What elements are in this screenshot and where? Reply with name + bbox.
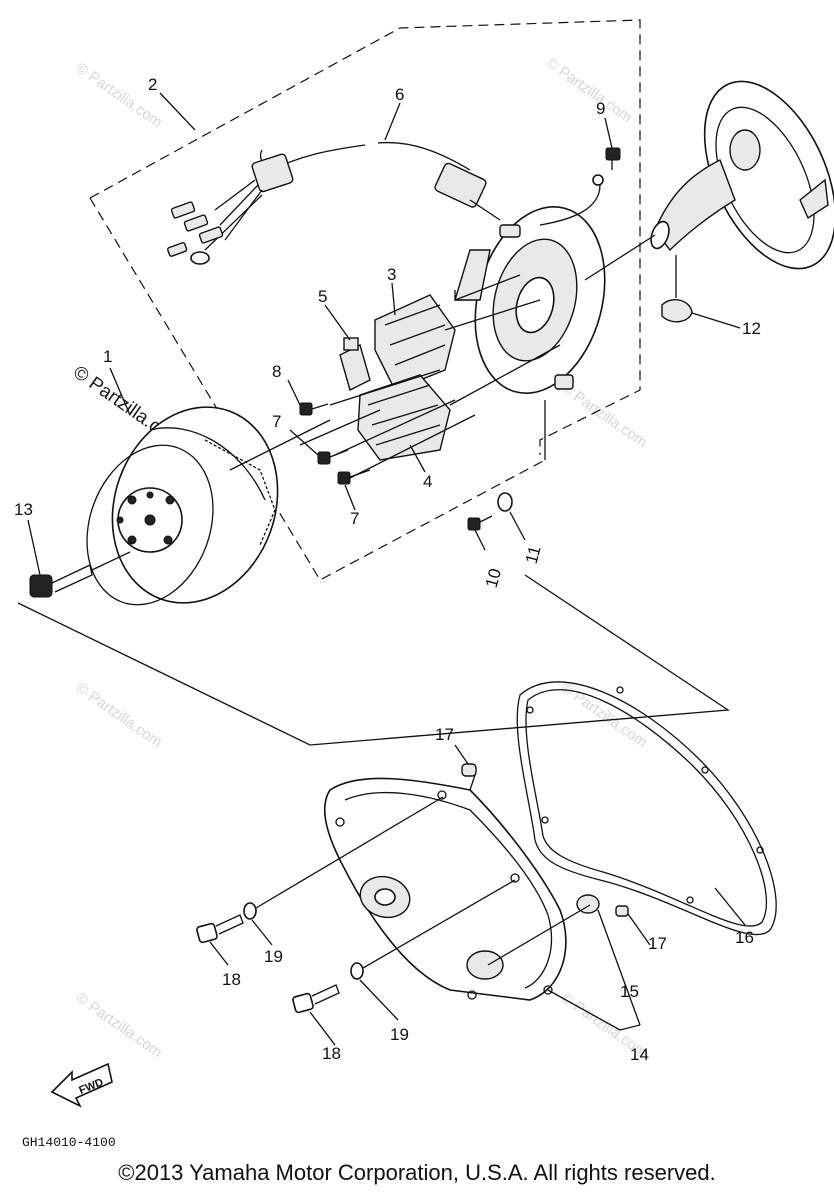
screw-8 — [299, 402, 329, 416]
crankcase-cover-14 — [324, 777, 567, 1001]
callout-15: 15 — [620, 982, 639, 1001]
screw-10 — [467, 515, 493, 531]
ground-wire — [539, 174, 604, 226]
bolt-18a — [196, 914, 244, 944]
callout-2: 2 — [148, 75, 157, 94]
callout-7a: 7 — [272, 412, 281, 431]
dowel-17b — [615, 905, 629, 917]
callout-10: 10 — [482, 567, 505, 590]
watermark-text: © Partzilla.com — [558, 379, 651, 451]
wire-harness — [167, 141, 501, 265]
callout-18a: 18 — [222, 970, 241, 989]
stator-assembly-outline — [89, 19, 641, 581]
callout-1: 1 — [103, 347, 112, 366]
callout-11: 11 — [522, 544, 545, 566]
drawing-code: GH14010-4100 — [22, 1135, 116, 1150]
callout-3: 3 — [387, 265, 396, 284]
charge-coil-3 — [374, 294, 456, 391]
callout-4: 4 — [423, 472, 432, 491]
callout-7b: 7 — [350, 509, 359, 528]
dowel-17a — [461, 763, 477, 777]
flywheel-group-outline — [17, 574, 730, 746]
gasket-16 — [516, 681, 777, 936]
woodruff-key-12 — [661, 298, 741, 329]
washer-19b — [350, 962, 364, 980]
watermark-text: © Partzilla.com — [73, 679, 166, 751]
washer-19a — [243, 902, 257, 920]
fwd-arrow: FWD — [50, 1062, 113, 1108]
screw-7b — [337, 469, 371, 485]
copyright-notice: ©2013 Yamaha Motor Corporation, U.S.A. A… — [118, 1160, 716, 1185]
callout-6: 6 — [395, 85, 404, 104]
collar-15 — [576, 894, 600, 914]
pulser-coil-5 — [339, 337, 371, 392]
callout-17a: 17 — [435, 725, 454, 744]
watermark-text: © Partzilla.com — [73, 989, 166, 1061]
leader-lines — [27, 92, 746, 1046]
watermark-text: © Partzilla.com — [543, 54, 636, 126]
callout-13: 13 — [14, 500, 33, 519]
callout-8: 8 — [272, 362, 281, 381]
bolt-18b — [292, 984, 340, 1014]
callout-16: 16 — [735, 928, 754, 947]
callout-19a: 19 — [264, 947, 283, 966]
washer-11 — [497, 492, 513, 512]
callout-12: 12 — [742, 319, 761, 338]
callout-19b: 19 — [390, 1025, 409, 1044]
projection-lines — [299, 234, 677, 479]
flywheel-bolt-13 — [29, 551, 131, 598]
callout-17b: 17 — [648, 934, 667, 953]
rotor-housing — [650, 80, 834, 270]
flywheel-rotor-1 — [86, 406, 331, 606]
callout-5: 5 — [318, 287, 327, 306]
callout-14: 14 — [630, 1045, 649, 1064]
callout-9: 9 — [596, 99, 605, 118]
lighting-coil-4 — [357, 374, 451, 461]
screw-9 — [605, 147, 621, 170]
callout-18b: 18 — [322, 1044, 341, 1063]
cover-projection-lines — [255, 774, 641, 1031]
callouts: 1 2 3 4 5 6 7 7 8 9 10 11 12 13 14 15 16… — [14, 75, 761, 1064]
watermark-text: © Partzilla.com — [73, 59, 166, 131]
screw-7a — [317, 449, 349, 465]
